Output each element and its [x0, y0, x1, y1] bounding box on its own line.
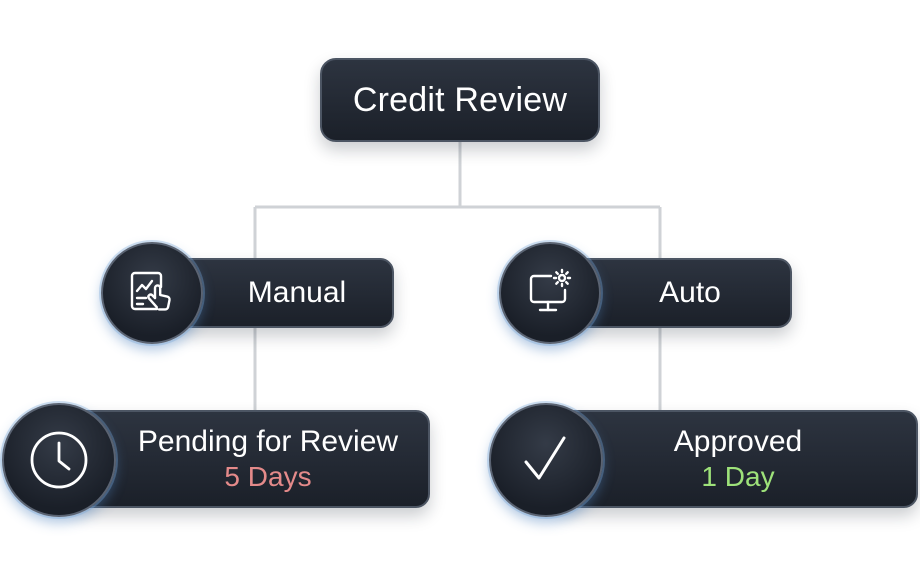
branch-node-manual: Manual — [172, 258, 394, 328]
clock-icon — [2, 403, 116, 517]
checkmark-icon — [489, 403, 603, 517]
root-node: Credit Review — [320, 58, 600, 142]
leaf-node-approved: Approved 1 Day — [556, 410, 918, 508]
monitor-gear-icon — [499, 242, 601, 344]
leaf-node-pending: Pending for Review 5 Days — [70, 410, 430, 508]
document-touch-icon — [101, 242, 203, 344]
branch-label-auto: Auto — [659, 276, 721, 309]
branch-node-auto: Auto — [568, 258, 792, 328]
branch-label-manual: Manual — [247, 276, 347, 309]
leaf-title-pending: Pending for Review — [137, 425, 399, 458]
leaf-title-approved: Approved — [673, 425, 803, 458]
leaf-duration-approved: 1 Day — [701, 461, 775, 492]
leaf-duration-pending: 5 Days — [224, 461, 312, 492]
root-title: Credit Review — [352, 80, 568, 119]
